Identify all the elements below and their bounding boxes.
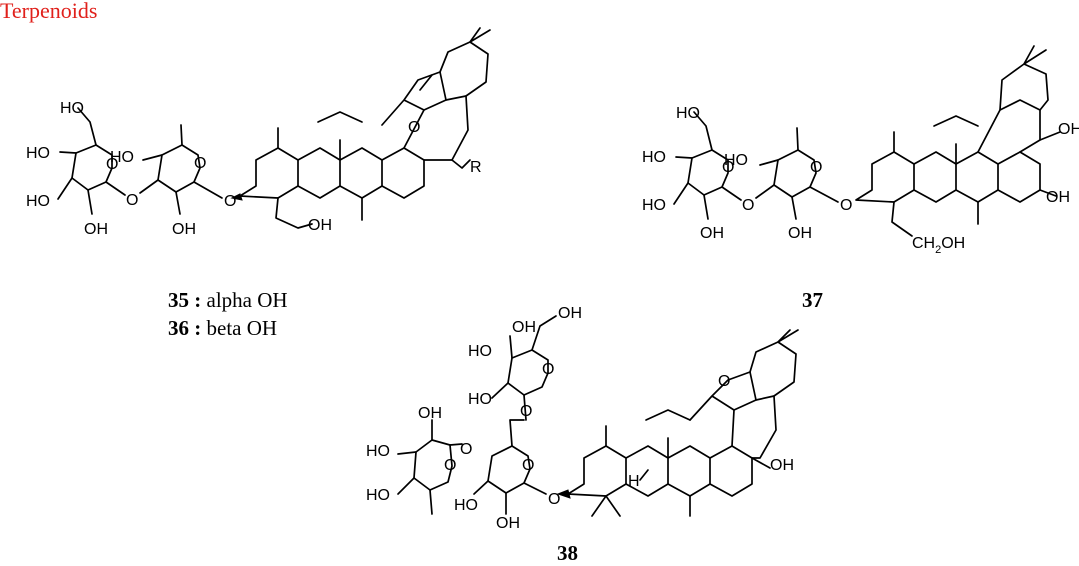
atom-label: HO: [110, 149, 134, 166]
atom-label: O: [522, 457, 534, 474]
atom-label: O: [194, 155, 206, 172]
sugar-ring-glucose: [57, 107, 126, 215]
atom-label: O: [444, 457, 456, 474]
compound-38-caption: 38: [557, 541, 578, 565]
atom-label: HO: [676, 105, 700, 122]
atom-label: HO: [642, 149, 666, 166]
atom-label: HO: [366, 443, 390, 460]
atom-label: O: [548, 491, 560, 508]
atom-label: HO: [724, 152, 748, 169]
atom-label: O: [840, 197, 852, 214]
sugar-ring-glucose-top: [491, 315, 557, 421]
atom-label: O: [106, 156, 118, 173]
sugar-ring-rhamnose: [397, 419, 463, 515]
atom-label: O: [718, 373, 730, 390]
atom-label: HO: [366, 487, 390, 504]
atom-label: OH: [84, 221, 108, 238]
atom-label: O: [408, 119, 420, 136]
atom-label: HO: [642, 197, 666, 214]
compound-37-caption: 37: [802, 288, 823, 312]
atom-label: HO: [468, 343, 492, 360]
section-heading: Terpenoids: [0, 0, 98, 23]
atom-label: O: [810, 159, 822, 176]
atom-label: HO: [60, 100, 84, 117]
atom-label: HO: [26, 145, 50, 162]
sugar-ring-glucose-mid: [473, 419, 547, 515]
sugar-ring-glucose: [673, 111, 742, 220]
sugar-ring-2: [139, 124, 223, 215]
triterpene-skeleton-35: [239, 27, 491, 229]
atom-label: O: [742, 197, 754, 214]
atom-label: OH: [558, 305, 582, 322]
atom-label: OH: [512, 319, 536, 336]
atom-label: OH: [1058, 121, 1079, 138]
atom-label: HO: [468, 391, 492, 408]
atom-label: O: [224, 193, 236, 210]
atom-label: OH: [496, 515, 520, 532]
atom-label: HO: [26, 193, 50, 210]
compound-36-caption: 36 : beta OH: [168, 316, 278, 340]
atom-label: O: [520, 403, 532, 420]
structure-38: OH OH HO HO O O OH HO HO O O HO O OH O O…: [366, 305, 799, 532]
atom-label: OH: [172, 221, 196, 238]
atom-label: OH: [1046, 189, 1070, 206]
atom-label: O: [542, 361, 554, 378]
atom-label: OH: [308, 217, 332, 234]
atom-label: OH: [700, 225, 724, 242]
compound-35-caption: 35 : alpha OH: [168, 288, 288, 312]
structure-35-36: HO HO HO OH O O HO O OH O OH O R: [26, 27, 491, 238]
sugar-ring-2: [755, 127, 839, 220]
atom-label: O: [126, 192, 138, 209]
atom-label: HO: [454, 497, 478, 514]
atom-label: H: [628, 473, 640, 490]
atom-label: O: [460, 441, 472, 458]
triterpene-skeleton-37: [855, 45, 1061, 237]
atom-label: O: [722, 159, 734, 176]
structure-37: HO HO HO OH O O HO O OH O CH2OH OH OH: [642, 45, 1079, 256]
atom-label-ch2oh: CH2OH: [912, 235, 965, 256]
atom-label: R: [470, 159, 482, 176]
triterpene-skeleton-38: [567, 329, 799, 517]
atom-label: OH: [418, 405, 442, 422]
atom-label: OH: [770, 457, 794, 474]
atom-label: OH: [788, 225, 812, 242]
